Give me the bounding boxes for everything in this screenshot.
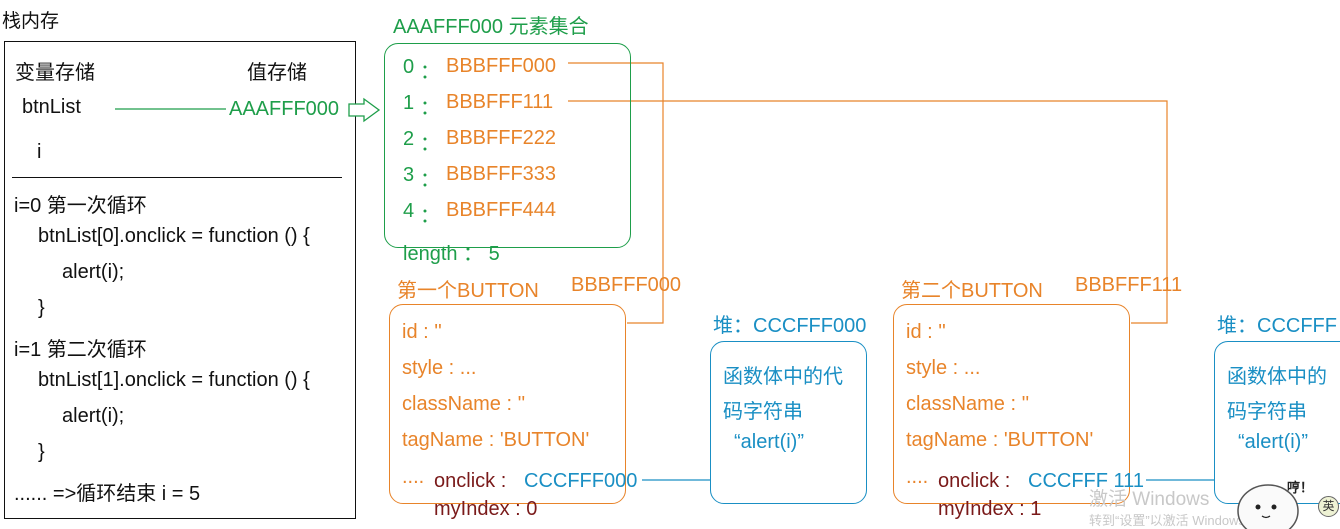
button2-onclick-label: onclick : xyxy=(938,470,1011,492)
button1-onclick-label: onclick : xyxy=(434,470,507,492)
heap2-line-3: “alert(i)” xyxy=(1238,431,1308,453)
button1-prop-classname: className : '' xyxy=(402,393,526,415)
var-storage-header: 变量存储 xyxy=(15,62,95,84)
button2-myindex: myIndex : 1 xyxy=(938,498,1042,520)
heap2-title: 堆：CCCFFF xyxy=(1217,315,1337,337)
heap1-function-box xyxy=(710,341,867,504)
heap1-line-2: 码字符串 xyxy=(723,401,803,423)
hollow-arrow-icon xyxy=(348,97,381,123)
button1-prop-id: id : '' xyxy=(402,321,442,343)
activation-watermark-title: 激活 Windows xyxy=(1089,489,1210,510)
code-line-5: i=1 第二次循环 xyxy=(14,339,147,361)
ref-line-0 xyxy=(568,62,664,324)
code-line-1: i=0 第一次循环 xyxy=(14,195,147,217)
sticker-face-icon xyxy=(1237,484,1299,529)
button2-prop-classname: className : '' xyxy=(906,393,1030,415)
array-index-0: 0 xyxy=(403,56,415,78)
heap1-title: 堆：CCCFFF000 xyxy=(713,315,867,337)
heap2-line-2: 码字符串 xyxy=(1227,401,1307,423)
button2-title: 第二个BUTTON xyxy=(901,280,1043,302)
code-line-3: alert(i); xyxy=(62,261,125,283)
button1-prop-style: style : ... xyxy=(402,357,477,379)
array-index-4: 4 xyxy=(403,200,415,222)
array-index-3: 3 xyxy=(403,164,415,186)
code-line-9: ...... =>循环结束 i = 5 xyxy=(14,483,201,505)
code-line-4: } xyxy=(38,297,45,319)
array-sep-2: ： xyxy=(420,133,440,155)
array-box xyxy=(384,43,631,248)
array-sep-4: ： xyxy=(420,205,440,227)
button1-prop-tagname: tagName : 'BUTTON' xyxy=(402,429,590,451)
array-title: AAAFFF000 元素集合 xyxy=(393,16,589,38)
button2-prop-tagname: tagName : 'BUTTON' xyxy=(906,429,1094,451)
var-i: i xyxy=(37,141,42,163)
button1-myindex: myIndex : 0 xyxy=(434,498,538,520)
code-line-6: btnList[1].onclick = function () { xyxy=(38,369,310,391)
button2-dots: .... xyxy=(906,466,929,488)
array-length: length ： 5 xyxy=(403,243,500,265)
button1-dots: .... xyxy=(402,466,425,488)
code-line-8: } xyxy=(38,441,45,463)
heap1-line-3: “alert(i)” xyxy=(734,431,804,453)
stack-divider xyxy=(12,177,342,178)
button2-address: BBBFFF111 xyxy=(1075,274,1183,296)
button2-prop-id: id : '' xyxy=(906,321,946,343)
button1-title: 第一个BUTTON xyxy=(397,280,539,302)
button2-onclick-value: CCCFFF 111 xyxy=(1028,470,1144,492)
array-value-1: BBBFFF111 xyxy=(446,91,554,113)
heap1-line-1: 函数体中的代 xyxy=(723,366,843,388)
button2-object-box xyxy=(893,304,1130,504)
button1-onclick-value: CCCFFF000 xyxy=(524,470,638,492)
sticker-text: 哼！ xyxy=(1287,480,1314,495)
heap2-line-1: 函数体中的 xyxy=(1227,366,1327,388)
var-btnlist: btnList xyxy=(22,96,81,118)
array-index-2: 2 xyxy=(403,128,415,150)
button1-object-box xyxy=(389,304,626,504)
stack-memory-box xyxy=(4,41,356,519)
code-line-7: alert(i); xyxy=(62,405,125,427)
array-sep-1: ： xyxy=(420,97,440,119)
stack-title: 栈内存 xyxy=(2,11,60,32)
array-sep-3: ： xyxy=(420,169,440,191)
array-sep-0: ： xyxy=(420,61,440,83)
array-value-4: BBBFFF444 xyxy=(446,199,557,221)
button2-prop-style: style : ... xyxy=(906,357,981,379)
val-btnlist: AAAFFF000 xyxy=(229,98,340,120)
ref-line-1 xyxy=(568,100,1168,324)
array-value-3: BBBFFF333 xyxy=(446,163,557,185)
code-line-2: btnList[0].onclick = function () { xyxy=(38,225,310,247)
button1-address: BBBFFF000 xyxy=(571,274,682,296)
activation-watermark-subtitle: 转到“设置”以激活 Windows。 xyxy=(1089,513,1259,528)
array-index-1: 1 xyxy=(403,92,415,114)
ime-badge-icon[interactable]: 英 xyxy=(1318,496,1339,517)
array-value-2: BBBFFF222 xyxy=(446,127,557,149)
array-value-0: BBBFFF000 xyxy=(446,55,557,77)
value-storage-header: 值存储 xyxy=(247,62,307,84)
